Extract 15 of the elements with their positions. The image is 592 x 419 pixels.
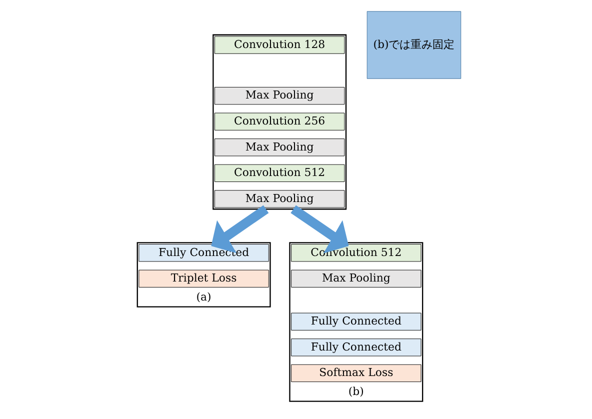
arrow xyxy=(211,205,269,254)
arrow xyxy=(290,205,349,254)
node-box: Max Pooling xyxy=(214,190,345,208)
node-box: Convolution 128 xyxy=(214,36,345,54)
node-box: Convolution 512 xyxy=(214,164,345,182)
node-box: Fully Connected xyxy=(291,338,422,356)
node-box: Convolution 512 xyxy=(291,244,422,262)
node-box: Convolution 256 xyxy=(214,112,345,130)
node-box: Max Pooling xyxy=(214,138,345,156)
node-box: Softmax Loss xyxy=(291,364,422,382)
node-box: Max Pooling xyxy=(214,86,345,105)
node-box: Fully Connected xyxy=(291,312,422,330)
node-box: Triplet Loss xyxy=(138,270,269,288)
node-box: Max Pooling xyxy=(291,270,422,288)
node-box: (b)では重み固定 xyxy=(366,11,462,79)
